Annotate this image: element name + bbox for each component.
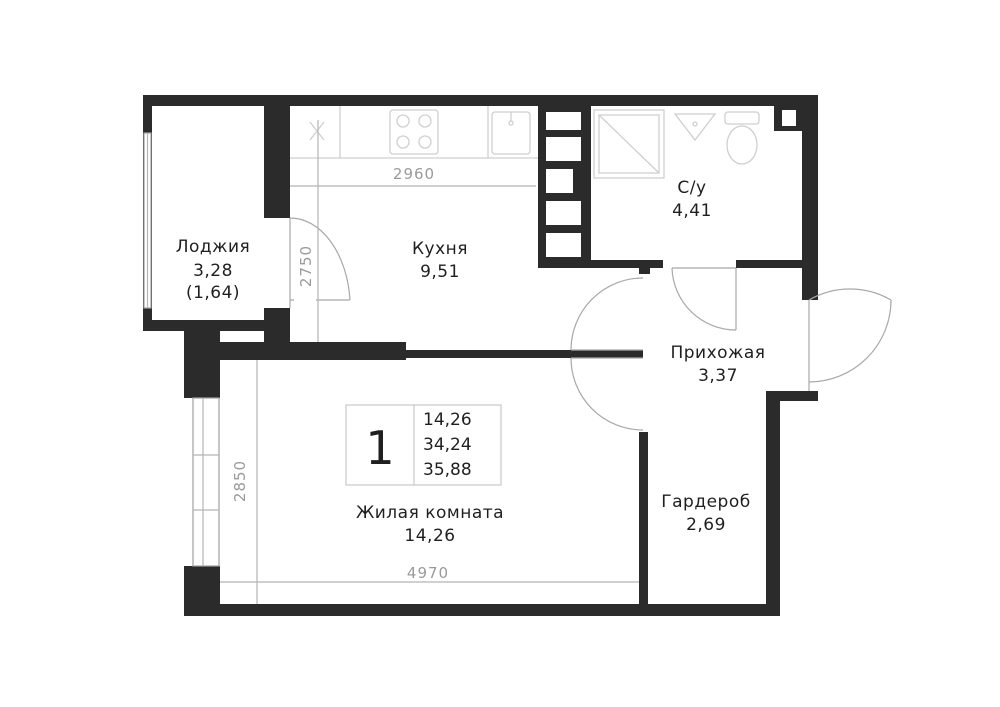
wall-top — [143, 95, 818, 106]
walls — [143, 95, 818, 616]
summary-living-area: 14,26 — [423, 410, 472, 430]
rooms-count: 1 — [365, 421, 394, 475]
wardrobe-name: Гардероб — [661, 492, 750, 512]
kitchen-door-swing — [570, 277, 644, 351]
bathroom-name: С/у — [677, 178, 706, 198]
wardrobe-area: 2,69 — [686, 515, 726, 535]
bathroom-door-swing — [671, 267, 737, 331]
loggia-reduced-area: (1,64) — [186, 283, 240, 303]
summary-box: 1 14,26 34,24 35,88 — [345, 404, 502, 486]
wall-loggia-bottom — [143, 320, 290, 331]
dim-living-depth: 2850 — [231, 460, 249, 502]
summary-total-area: 34,24 — [423, 435, 472, 455]
wall-entry-lower — [766, 391, 818, 401]
room-labels: Лоджия 3,28 (1,64) Кухня 9,51 С/у 4,41 П… — [176, 178, 765, 546]
washbasin-icon — [673, 113, 717, 142]
windows — [143, 132, 220, 567]
shaft-cell — [546, 112, 581, 130]
wall-loggia-kitchen — [264, 95, 290, 218]
wall-bath-stub — [639, 260, 650, 274]
living-window — [192, 397, 220, 567]
kitchen-area: 9,51 — [420, 262, 460, 282]
wall-wardrobe-right — [766, 391, 780, 613]
shaft-cell — [546, 169, 573, 193]
wall-bath-bottom-left — [583, 260, 663, 268]
dim-kitchen-width: 2960 — [393, 165, 435, 183]
wall-bottom — [184, 604, 780, 616]
entrance-door-swing — [808, 288, 892, 301]
wall-bath-bottom-right — [736, 260, 816, 268]
wall-living-wardrobe — [639, 432, 648, 608]
hallway-area: 3,37 — [698, 366, 738, 386]
shaft-cell — [546, 137, 581, 161]
kitchen-fixtures — [290, 106, 538, 159]
doors — [289, 217, 892, 431]
shaft-cell — [546, 201, 581, 225]
dim-living-width: 4970 — [407, 564, 449, 582]
living-name: Жилая комната — [356, 503, 504, 523]
shaft-cell — [546, 233, 581, 257]
dim-kitchen-depth: 2750 — [297, 245, 315, 287]
bathroom-fixtures — [593, 109, 760, 179]
kitchen-name: Кухня — [412, 239, 468, 259]
loggia-name: Лоджия — [176, 237, 251, 257]
shower-tray-icon — [593, 109, 665, 179]
living-door-swing — [570, 357, 644, 431]
summary-total-with-loggia: 35,88 — [423, 460, 472, 480]
wall-right-upper — [802, 95, 818, 300]
loggia-door-swing — [289, 217, 351, 301]
wall-kitchen-living-thick — [184, 342, 406, 360]
loggia-area: 3,28 — [193, 261, 233, 281]
stove-icon — [389, 109, 439, 155]
wall-kitchen-living-thin — [406, 350, 643, 358]
wall-living-left-upper — [184, 331, 220, 398]
toilet-icon — [724, 111, 760, 125]
living-area: 14,26 — [404, 526, 455, 546]
hallway-name: Прихожая — [670, 343, 765, 363]
riser-cell — [782, 110, 796, 126]
bathroom-area: 4,41 — [672, 201, 712, 221]
dimension-lines — [220, 120, 639, 604]
